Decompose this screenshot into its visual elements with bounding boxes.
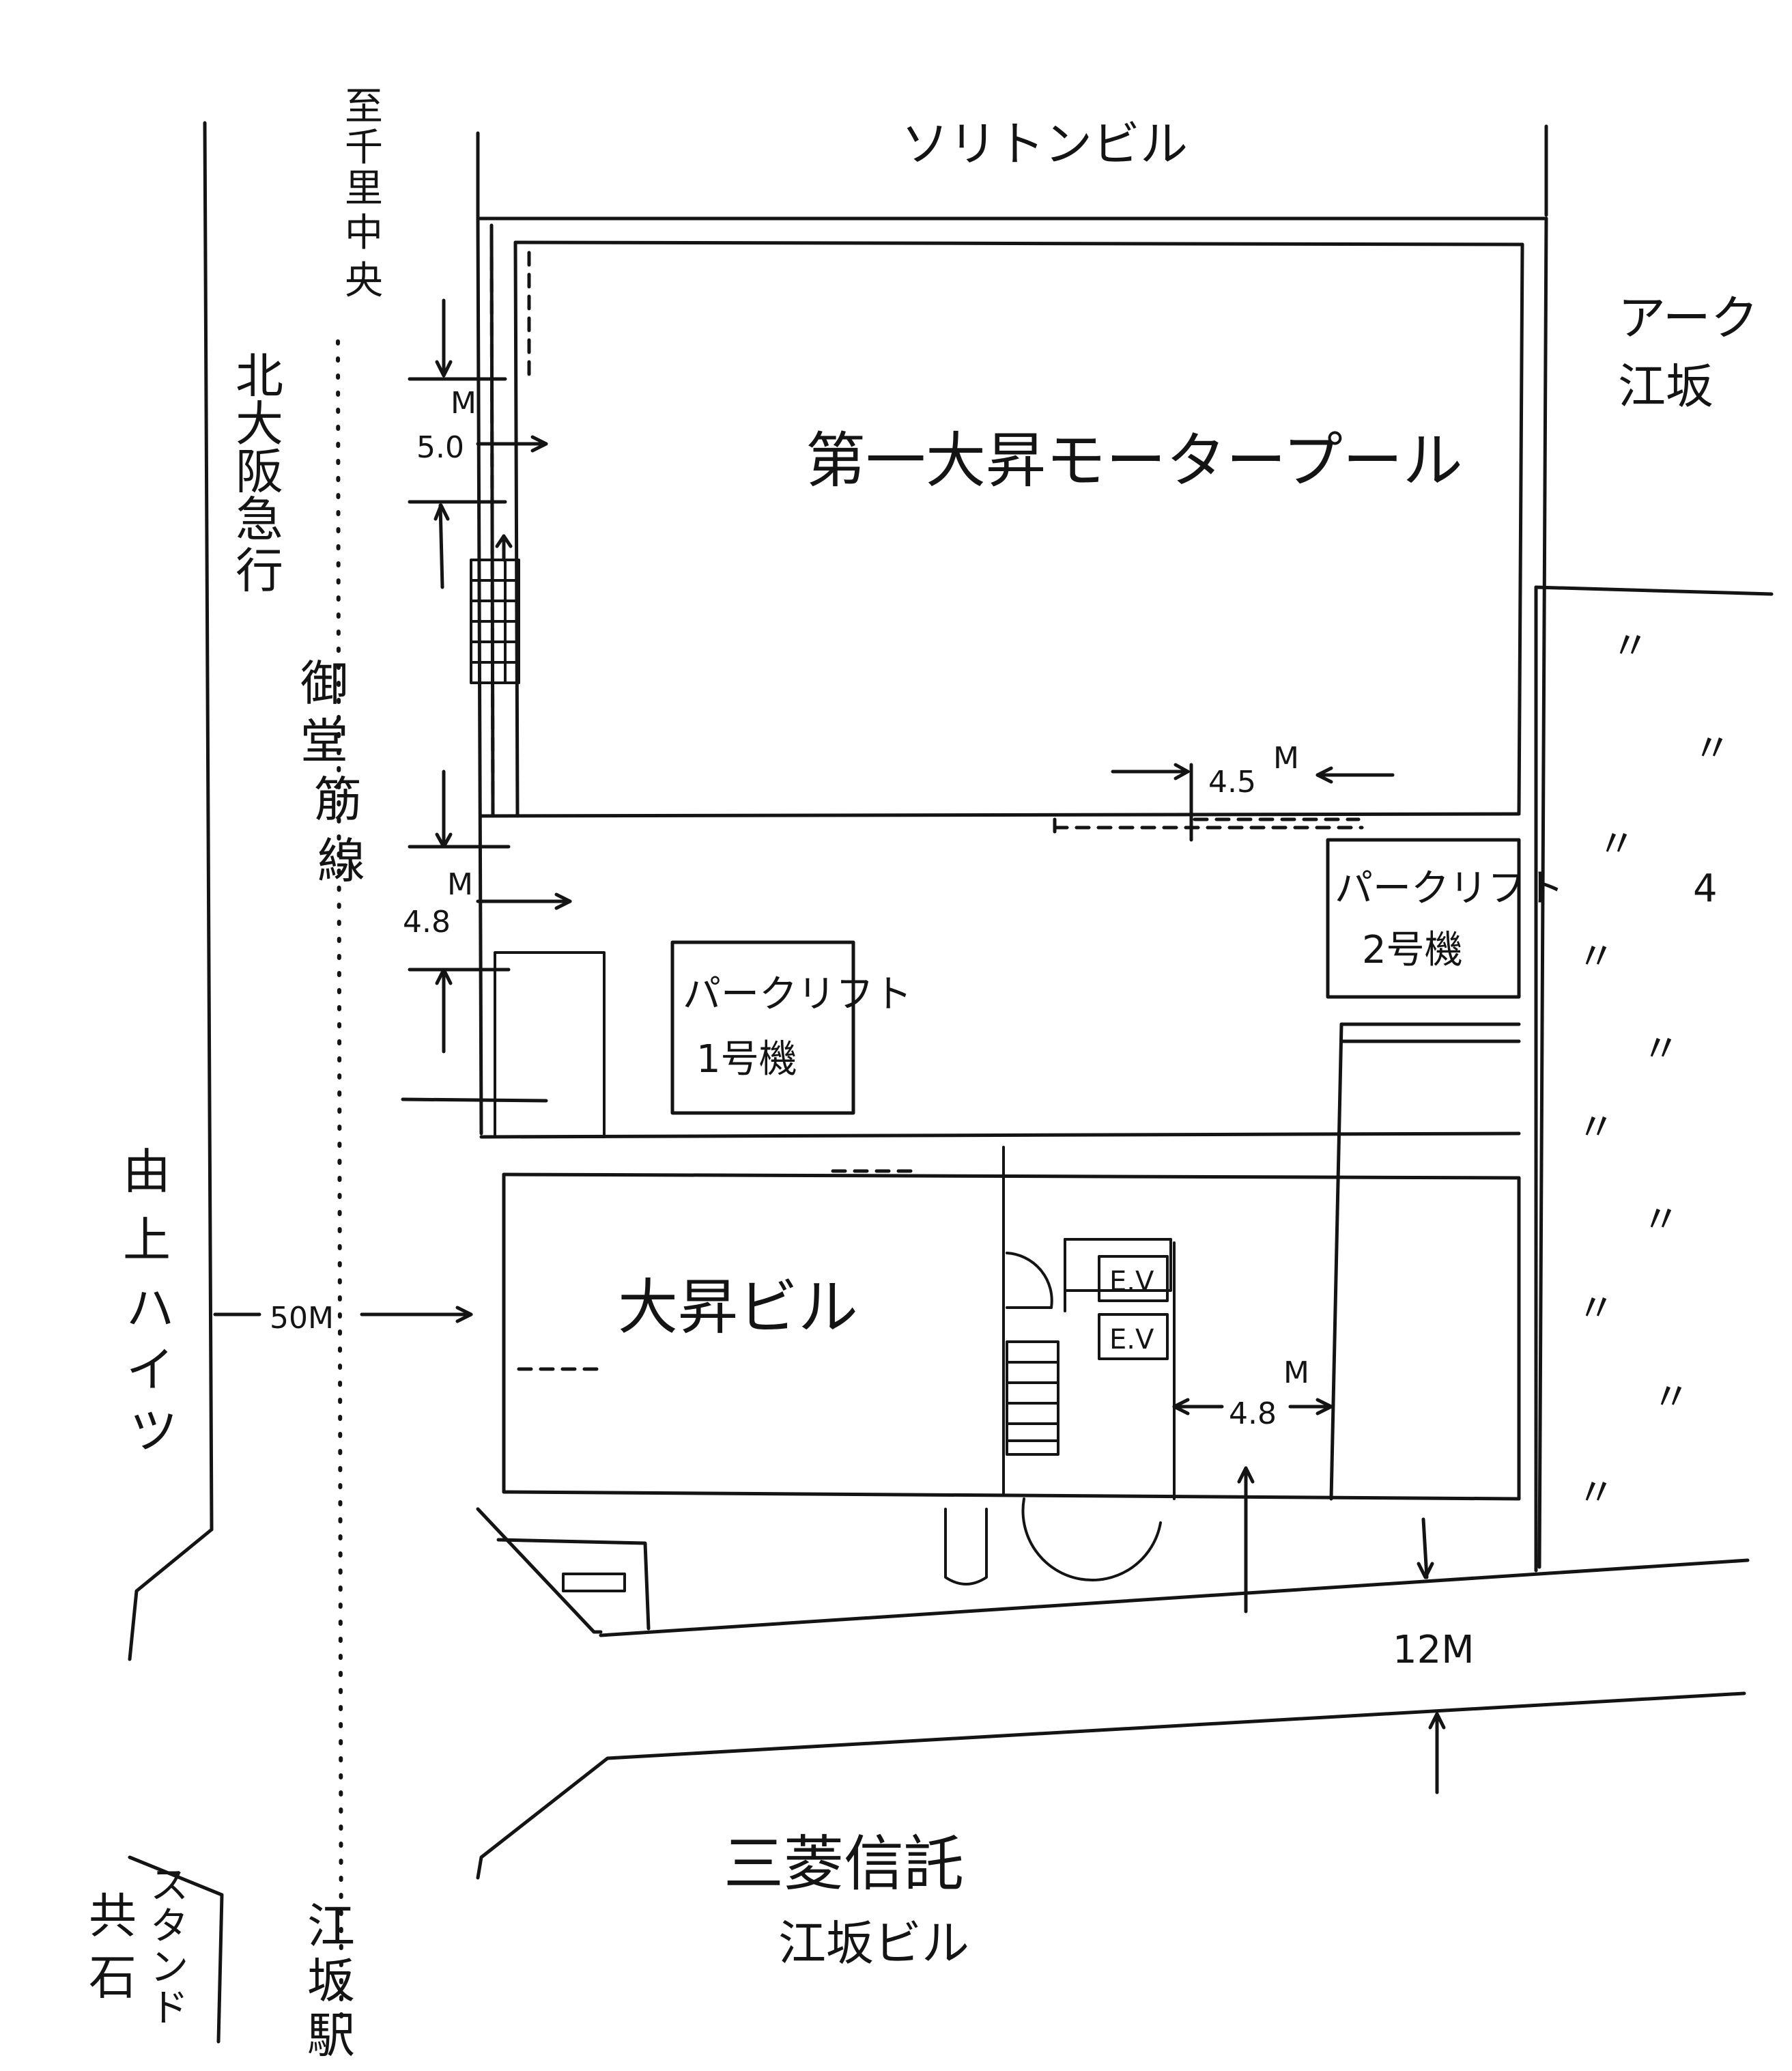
mitsubishi-label-2: 江坂ビル	[778, 1915, 969, 1971]
motor-pool-label: 第一大昇モータープール	[806, 425, 1463, 496]
dim-4-5-unit: M	[1273, 741, 1299, 776]
dimension-50m: 50M	[213, 1301, 473, 1336]
parklift-1-label-1: パークリフト	[683, 972, 912, 1017]
svg-text:〃: 〃	[1611, 624, 1649, 668]
arc-esaka-label-1: アーク	[1618, 290, 1759, 346]
svg-text:中: 中	[345, 211, 383, 255]
svg-text:イ: イ	[126, 1342, 174, 1398]
svg-text:里: 里	[345, 167, 383, 211]
svg-text:上: 上	[123, 1212, 171, 1268]
svg-text:〃: 〃	[1597, 822, 1636, 867]
svg-text:坂: 坂	[307, 1953, 355, 2009]
ev-1-label: E.V	[1109, 1266, 1154, 1297]
svg-text:〃: 〃	[1642, 1198, 1680, 1242]
parklift-2-label-1: パークリフト	[1335, 867, 1564, 911]
road-12m: 12M	[476, 1558, 1750, 1880]
midosuji-line-label: 御 堂 筋 線	[300, 656, 365, 889]
svg-text:ツ: ツ	[130, 1403, 177, 1459]
ditto-marks: 〃 〃 〃 4 〃 〃 〃 〃 〃 〃 〃	[1577, 624, 1731, 1515]
esaka-station-label: 江 坂 駅	[307, 1898, 355, 2063]
elevator-core: E.V E.V	[1006, 1238, 1172, 1456]
svg-text:〃: 〃	[1652, 1375, 1690, 1420]
dim-50m-text: 50M	[270, 1301, 334, 1336]
left-road-lines	[128, 121, 343, 2023]
svg-text:急: 急	[236, 492, 283, 548]
svg-text:〃: 〃	[1642, 1027, 1680, 1071]
svg-text:4: 4	[1693, 867, 1718, 911]
dim-4-5-text: 4.5	[1208, 765, 1256, 800]
svg-text:共: 共	[89, 1888, 137, 1944]
dim-5-0-text: 5.0	[416, 430, 464, 465]
right-boundary	[1534, 124, 1774, 1573]
dim-4-8-bottom-unit: M	[1283, 1355, 1309, 1390]
svg-text:ン: ン	[150, 1945, 188, 1990]
svg-text:千: 千	[345, 126, 383, 170]
svg-text:〃: 〃	[1577, 1471, 1615, 1515]
dimension-5-0: 5.0 M	[408, 298, 548, 589]
soliton-building-label: ソリトンビル	[901, 116, 1188, 172]
daisho-building	[502, 1146, 1521, 1501]
daisho-building-label: 大昇ビル	[618, 1272, 858, 1342]
svg-text:ハ: ハ	[126, 1280, 174, 1336]
parklift-2: パークリフト 2号機	[1326, 838, 1564, 999]
svg-text:筋: 筋	[314, 772, 362, 828]
svg-text:北: 北	[236, 348, 283, 404]
svg-text:江: 江	[307, 1898, 355, 1954]
parklift-2-label-2: 2号機	[1362, 928, 1463, 972]
stand-label: ス タ ン ド	[150, 1863, 188, 2031]
dim-5-0-unit: M	[451, 386, 477, 421]
svg-text:御: 御	[300, 656, 348, 712]
dimension-4-8-bottom: 4.8 M	[1172, 1355, 1333, 1614]
dim-4-8-left-text: 4.8	[403, 905, 451, 940]
svg-text:駅: 駅	[307, 2007, 355, 2063]
arc-esaka-label-2: 江坂	[1618, 358, 1713, 414]
dim-4-8-bottom-text: 4.8	[1229, 1396, 1277, 1431]
yugami-heights-label: 由 上 ハ イ ツ	[123, 1144, 177, 1459]
senri-chuo-label: 至 千 里 中 央	[345, 85, 383, 303]
svg-text:阪: 阪	[236, 444, 283, 500]
road-width-label: 12M	[1393, 1628, 1475, 1672]
site-outline	[476, 131, 1548, 1569]
svg-text:ド: ド	[150, 1986, 188, 2031]
svg-text:〃: 〃	[1577, 1105, 1615, 1150]
svg-text:タ: タ	[150, 1904, 188, 1949]
mitsubishi-label-1: 三菱信託	[724, 1829, 964, 1899]
svg-text:ス: ス	[150, 1863, 188, 1908]
parklift-1-label-2: 1号機	[696, 1037, 797, 1082]
ev-2-label: E.V	[1109, 1324, 1154, 1355]
svg-text:堂: 堂	[300, 714, 348, 770]
dimension-4-5: 4.5 M	[1111, 741, 1395, 842]
svg-text:〃: 〃	[1693, 727, 1731, 771]
svg-text:石: 石	[89, 1949, 137, 2005]
dim-4-8-left-unit: M	[447, 867, 473, 902]
entry-stairs	[470, 534, 520, 684]
svg-text:央: 央	[345, 259, 383, 303]
svg-text:〃: 〃	[1577, 935, 1615, 979]
motor-pool-block	[479, 234, 1524, 834]
svg-text:至: 至	[345, 85, 383, 129]
stand-corner	[128, 1855, 224, 2044]
svg-text:線: 線	[317, 833, 365, 889]
svg-text:行: 行	[236, 543, 283, 599]
svg-text:由: 由	[123, 1144, 171, 1200]
kitaosaka-kyuko-label: 北 大 阪 急 行	[236, 348, 283, 599]
tomoishi-label: 共 石	[89, 1888, 137, 2005]
svg-text:大: 大	[236, 396, 283, 452]
parklift-1: パークリフト 1号機	[670, 940, 912, 1115]
middle-area: 4.8 M	[401, 770, 1521, 1139]
svg-text:〃: 〃	[1577, 1286, 1615, 1331]
entrance	[476, 1497, 1434, 1634]
right-column	[1329, 1022, 1521, 1501]
